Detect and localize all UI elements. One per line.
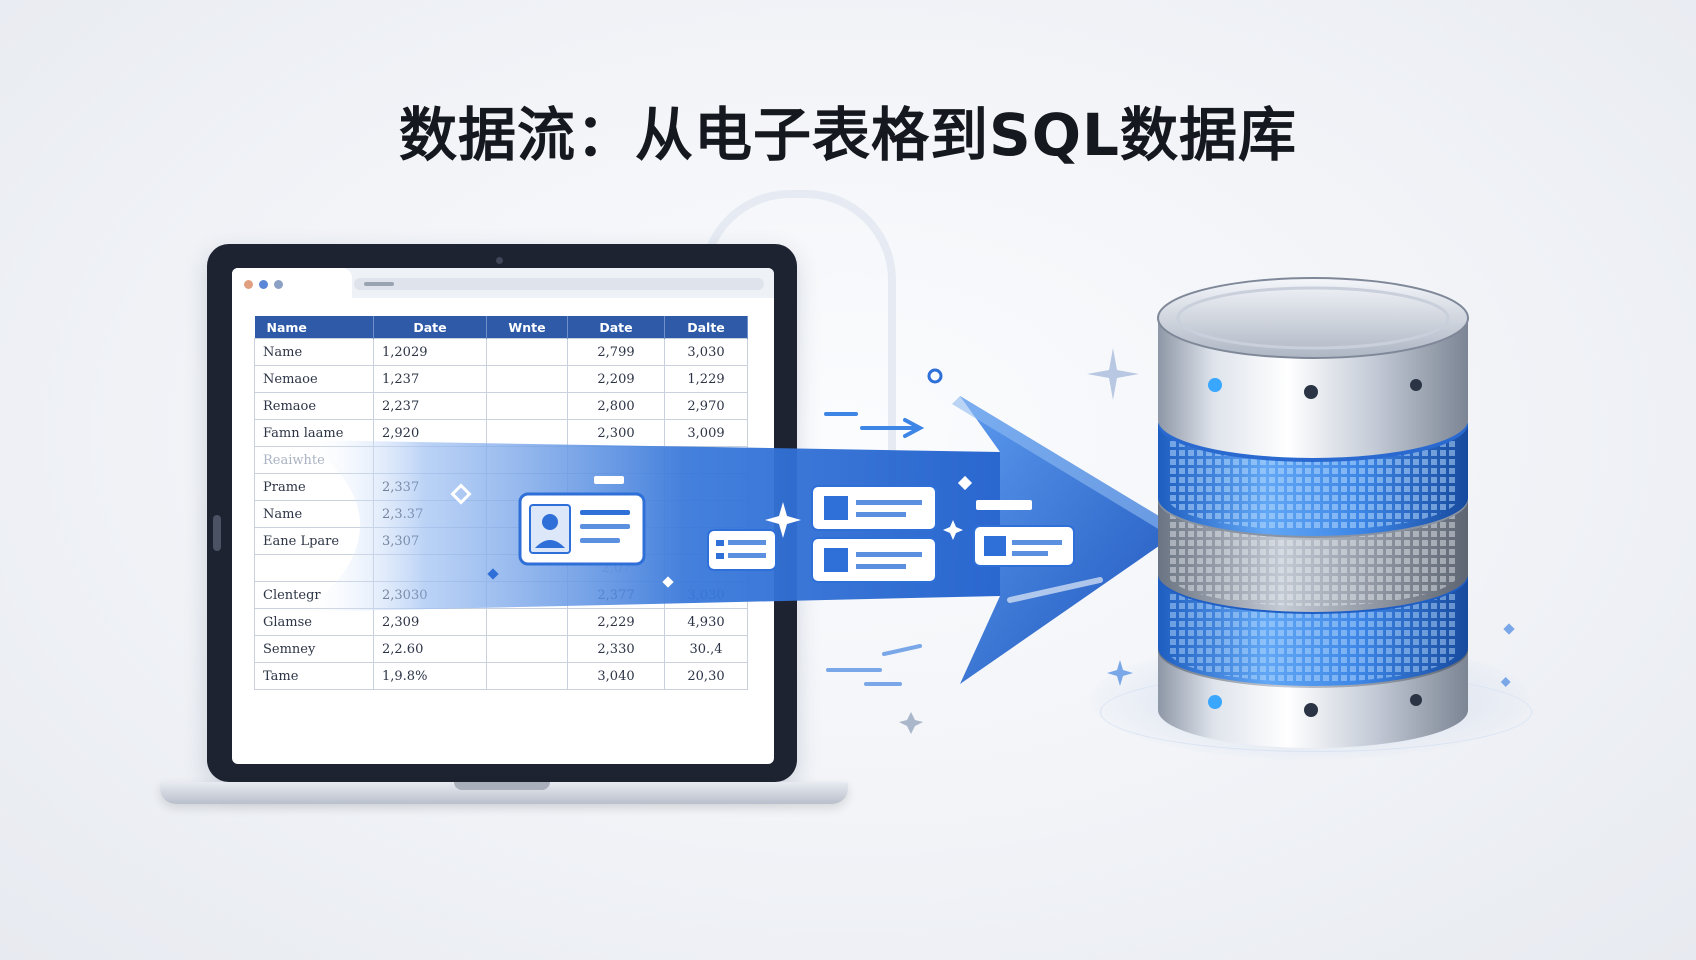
table-cell[interactable]: 3,009 [664, 419, 748, 447]
column-header[interactable]: Name [254, 316, 374, 339]
list-card-icon [707, 529, 777, 571]
column-header[interactable]: Dalte [664, 316, 748, 339]
table-cell[interactable]: 2,229 [567, 608, 665, 636]
table-cell[interactable]: 1,2029 [373, 338, 487, 366]
table-cell[interactable]: Nemaoe [254, 365, 374, 393]
table-cell[interactable]: 2,800 [567, 392, 665, 420]
table-cell[interactable]: Glamse [254, 608, 374, 636]
table-cell[interactable]: 3,040 [567, 662, 665, 690]
laptop-base [160, 782, 848, 804]
sparkle-icon [450, 348, 1515, 734]
table-cell[interactable]: 3,030 [664, 338, 748, 366]
table-cell[interactable]: Famn laame [254, 419, 374, 447]
table-cell[interactable]: 1,229 [664, 365, 748, 393]
browser-bar [232, 268, 774, 298]
table-cell[interactable]: 2,970 [664, 392, 748, 420]
image-card-icon [973, 525, 1075, 567]
profile-card-icon [518, 492, 646, 566]
table-cell[interactable] [486, 662, 568, 690]
table-cell[interactable]: 2,237 [373, 392, 487, 420]
address-bar[interactable] [354, 278, 764, 290]
table-cell[interactable]: Tame [254, 662, 374, 690]
table-cell[interactable]: 1,237 [373, 365, 487, 393]
motion-lines [824, 412, 925, 686]
window-dot-3[interactable] [274, 280, 283, 289]
table-cell[interactable]: 2,799 [567, 338, 665, 366]
table-header-row: Name Date Wnte Date Dalte [254, 316, 748, 339]
table-cell[interactable] [486, 338, 568, 366]
laptop-notch [454, 782, 550, 790]
column-header[interactable]: Wnte [486, 316, 568, 339]
laptop-side-button [213, 515, 221, 551]
laptop-camera [496, 257, 503, 264]
table-cell[interactable]: Eane Lpare [254, 527, 374, 555]
table-cell[interactable]: Name [254, 338, 374, 366]
browser-tab[interactable] [232, 268, 352, 298]
column-header[interactable]: Date [567, 316, 665, 339]
table-cell[interactable]: 2,330 [567, 635, 665, 663]
window-dot-2[interactable] [259, 280, 268, 289]
table-cell[interactable]: 1,9.8% [373, 662, 487, 690]
page-title: 数据流：从电子表格到SQL数据库 [398, 101, 1298, 169]
image-card-icon [811, 485, 937, 531]
column-header[interactable]: Date [373, 316, 487, 339]
table-cell[interactable] [486, 608, 568, 636]
table-cell[interactable]: 20,30 [664, 662, 748, 690]
database-icon [1157, 277, 1469, 748]
window-dot-1[interactable] [244, 280, 253, 289]
image-card-icon [811, 537, 937, 583]
table-cell[interactable]: 2,309 [373, 608, 487, 636]
